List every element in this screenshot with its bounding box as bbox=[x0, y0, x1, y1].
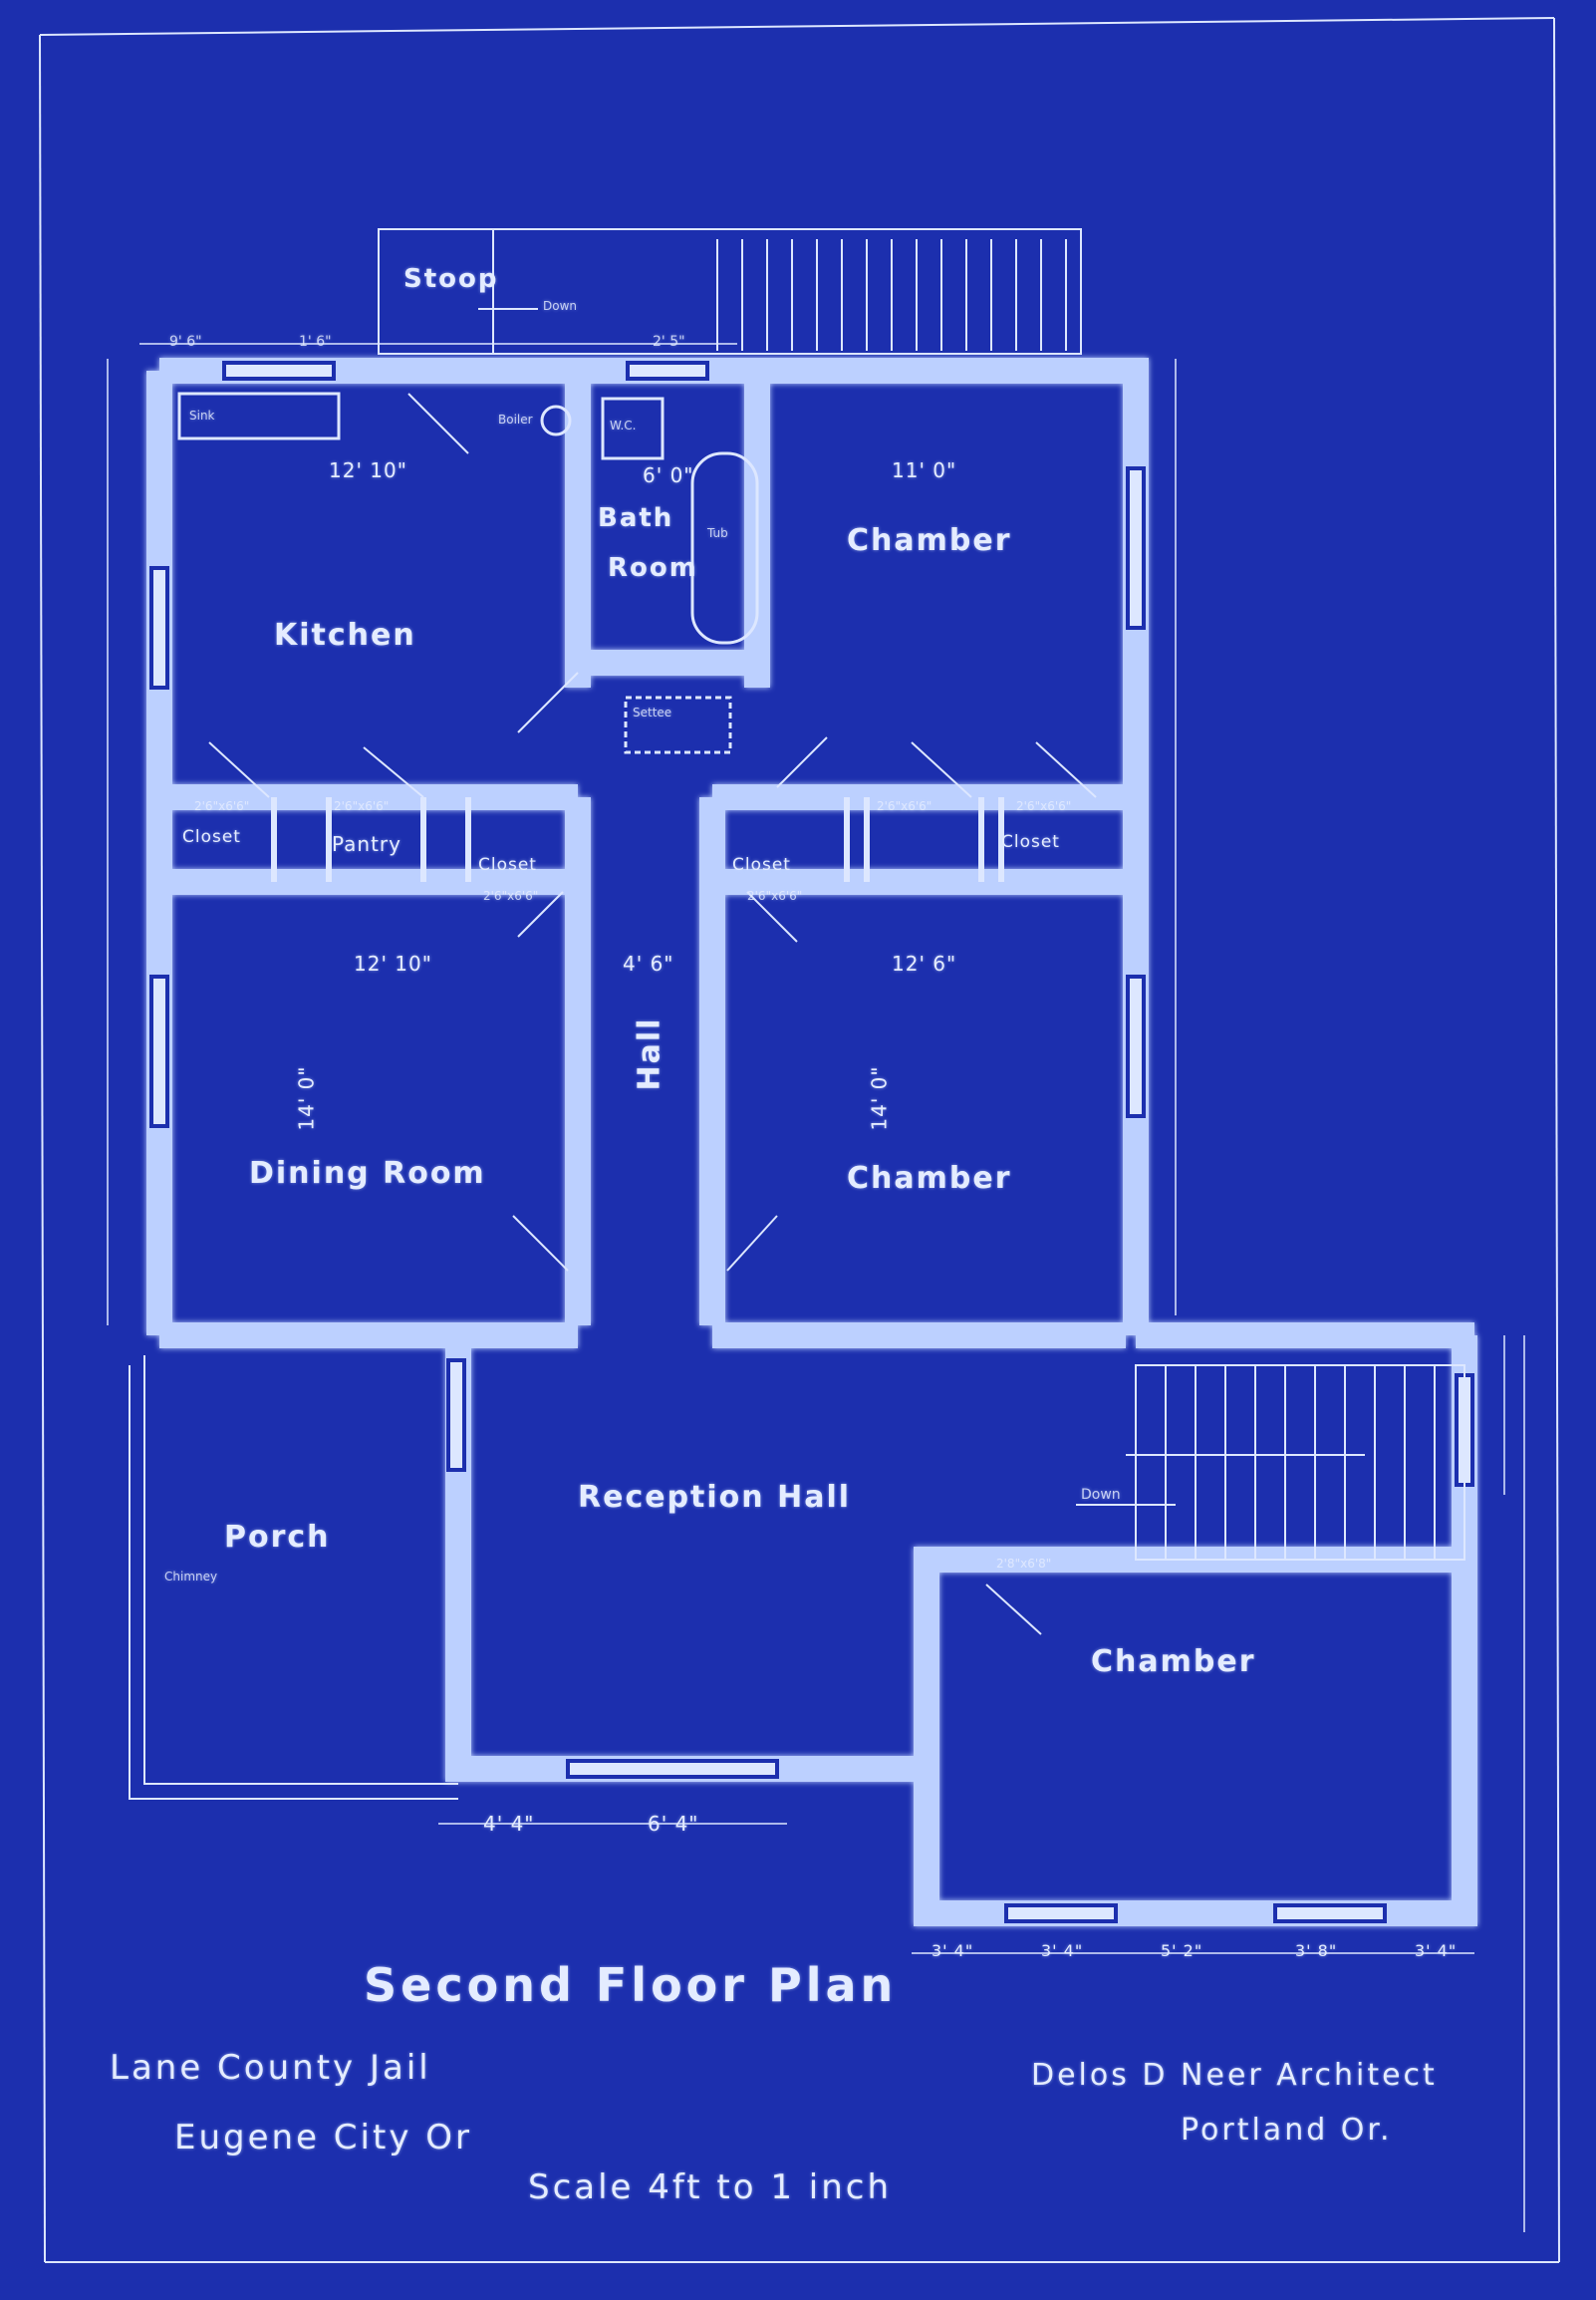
door-dim-4: 2'6"x6'6" bbox=[747, 889, 803, 903]
sink-label: Sink bbox=[189, 409, 215, 423]
hall-label: Hall bbox=[632, 1016, 667, 1091]
project-name-line2: Eugene City Or bbox=[174, 2118, 472, 2157]
dimension-lines bbox=[107, 343, 1525, 2232]
bottom-dim-2: 3' 4" bbox=[1041, 1941, 1084, 1960]
bottom-dim-1: 3' 4" bbox=[931, 1941, 974, 1960]
hall-width-dim: 4' 6" bbox=[623, 952, 674, 976]
top-dim-2: 1' 6" bbox=[299, 334, 332, 350]
closet-label-3: Closet bbox=[732, 855, 791, 875]
bottom-dim-4: 3' 8" bbox=[1295, 1941, 1338, 1960]
chamber2-depth-dim: 14' 0" bbox=[867, 1065, 892, 1131]
wc-label: W.C. bbox=[610, 419, 637, 432]
chamber-label-3: Chamber bbox=[1091, 1644, 1256, 1679]
closet-label-4: Closet bbox=[1001, 832, 1060, 852]
front-dim-1: 4' 4" bbox=[483, 1812, 535, 1836]
chamber-label-1: Chamber bbox=[847, 523, 1012, 558]
top-dim-1: 9' 6" bbox=[169, 334, 202, 350]
dining-width-dim: 12' 10" bbox=[354, 952, 432, 976]
kitchen-width-dim: 12' 10" bbox=[329, 458, 407, 482]
tub-label: Tub bbox=[707, 526, 728, 540]
dining-room-label: Dining Room bbox=[249, 1156, 486, 1191]
down-label-1: Down bbox=[543, 299, 578, 313]
door-dim-5: 2'6"x6'6" bbox=[877, 799, 932, 813]
floor-plan-walls bbox=[146, 358, 1477, 1926]
scale-note: Scale 4ft to 1 inch bbox=[528, 2167, 893, 2207]
bath-fixtures bbox=[177, 392, 759, 754]
door-dim-6: 2'6"x6'6" bbox=[1016, 799, 1072, 813]
door-dim-3: 2'6"x6'6" bbox=[483, 889, 539, 903]
door-dim-chamber3: 2'8"x6'8" bbox=[996, 1557, 1052, 1571]
top-dim-3: 2' 5" bbox=[653, 334, 685, 350]
boiler-label: Boiler bbox=[498, 413, 533, 427]
kitchen-label: Kitchen bbox=[274, 618, 416, 653]
sheet-border bbox=[39, 17, 1560, 2263]
bottom-dim-5: 3' 4" bbox=[1415, 1941, 1458, 1960]
closet-label-1: Closet bbox=[182, 827, 241, 847]
porch-label: Porch bbox=[224, 1520, 331, 1555]
closet-partitions bbox=[271, 797, 1004, 882]
porch-and-stair bbox=[129, 1355, 1465, 1800]
windows bbox=[149, 361, 1474, 1923]
closet-label-2: Closet bbox=[478, 855, 537, 875]
architect-line1: Delos D Neer Architect bbox=[1031, 2058, 1438, 2093]
dining-depth-dim: 14' 0" bbox=[294, 1065, 319, 1131]
settee-label: Settee bbox=[633, 706, 672, 719]
architect-line2: Portland Or. bbox=[1181, 2113, 1393, 2148]
bottom-dim-3: 5' 2" bbox=[1161, 1941, 1203, 1960]
stoop-label: Stoop bbox=[403, 264, 499, 294]
bathroom-label-line1: Bath bbox=[598, 503, 674, 533]
front-dim-2: 6' 4" bbox=[648, 1812, 699, 1836]
chamber1-width-dim: 11' 0" bbox=[892, 458, 957, 482]
down-label-2: Down bbox=[1081, 1487, 1121, 1503]
door-swings bbox=[208, 393, 1097, 1635]
chimney-label: Chimney bbox=[164, 1570, 218, 1583]
door-dim-1: 2'6"x6'6" bbox=[194, 799, 250, 813]
bathroom-label-line2: Room bbox=[608, 553, 698, 583]
chamber-label-2: Chamber bbox=[847, 1161, 1012, 1196]
project-name-line1: Lane County Jail bbox=[110, 2048, 431, 2088]
pantry-label: Pantry bbox=[332, 832, 401, 856]
chamber2-width-dim: 12' 6" bbox=[892, 952, 957, 976]
door-dim-2: 2'6"x6'6" bbox=[334, 799, 390, 813]
plan-title: Second Floor Plan bbox=[364, 1958, 898, 2012]
reception-hall-label: Reception Hall bbox=[578, 1480, 852, 1515]
stoop-steps bbox=[378, 228, 1082, 355]
bath-width-dim: 6' 0" bbox=[643, 463, 694, 487]
